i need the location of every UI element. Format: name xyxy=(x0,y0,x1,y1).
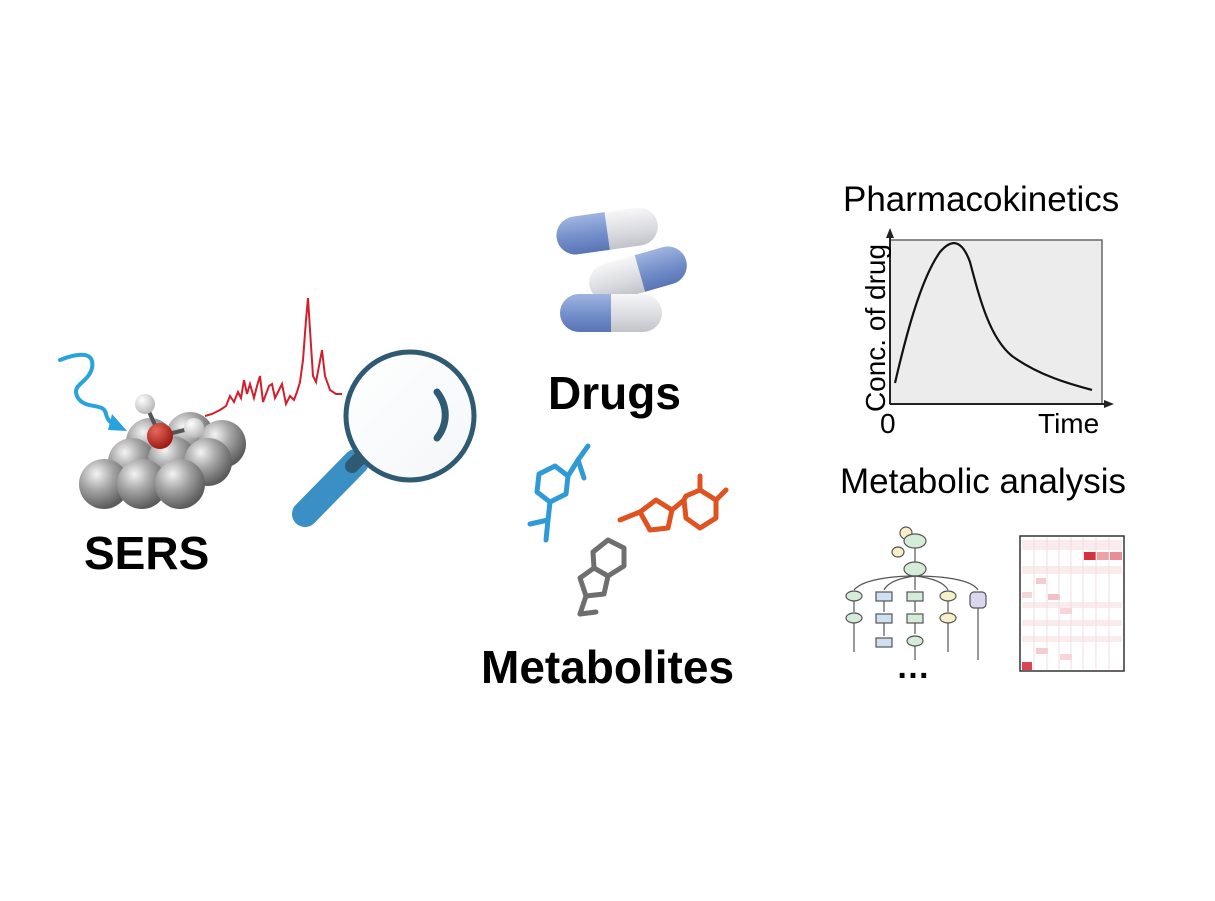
drugs-label: Drugs xyxy=(548,367,681,419)
sers-label: SERS xyxy=(84,527,210,579)
heatmap-icon xyxy=(1019,535,1125,672)
pharmacokinetics-title: Pharmacokinetics xyxy=(843,180,1120,219)
pk-x-axis-label: Time xyxy=(1038,408,1100,439)
y-axis-arrow-icon xyxy=(886,228,894,238)
metabolites-label: Metabolites xyxy=(481,641,735,693)
molecule-icon xyxy=(617,473,729,533)
pathway-tree-icon xyxy=(845,526,987,660)
pk-y-axis-label: Conc. of drug xyxy=(860,243,891,413)
pk-x-origin-label: 0 xyxy=(880,408,896,439)
metal-nanoparticle-icon xyxy=(79,394,246,509)
pathway-ellipsis: … xyxy=(896,648,934,686)
chart-plot-area xyxy=(889,239,1103,405)
x-axis-arrow-icon xyxy=(1104,400,1114,408)
molecule-icon xyxy=(527,443,591,543)
capsule-icon xyxy=(556,207,658,255)
metabolic-analysis-title: Metabolic analysis xyxy=(840,462,1126,501)
capsule-icon xyxy=(560,294,662,332)
concentration-curve xyxy=(893,242,1093,392)
molecule-icon xyxy=(577,537,627,617)
raman-spectrum-icon xyxy=(204,297,342,417)
capsule-icon xyxy=(589,246,687,302)
magnifier-icon xyxy=(292,349,477,527)
laser-wave-icon xyxy=(58,352,127,431)
